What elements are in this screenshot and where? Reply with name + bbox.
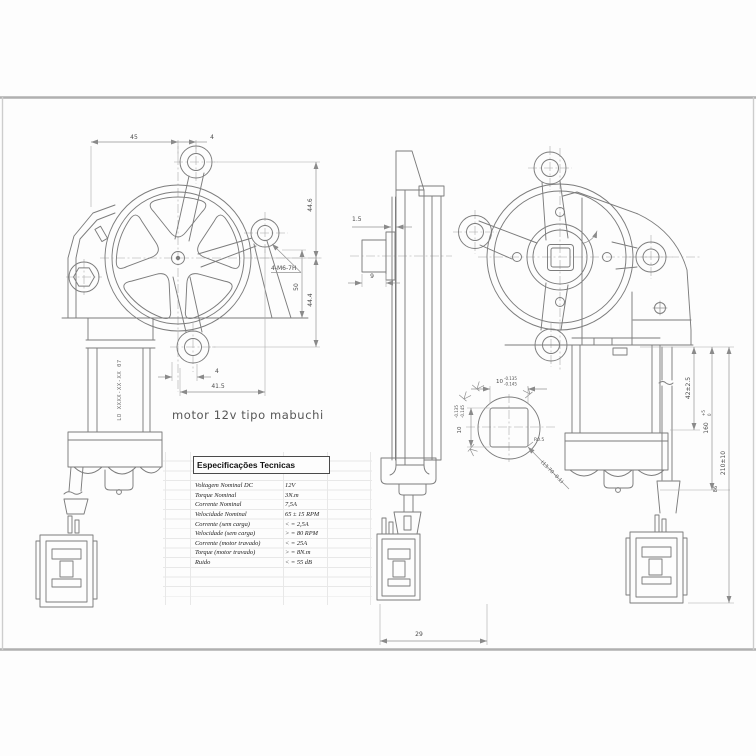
page-frame [0,96,756,651]
spec-table: Voltagem Nominal DC 12V Torque Nominal 3… [193,481,333,568]
front-view [35,145,309,608]
side-view [361,150,445,601]
table-row: Velocidade Nominal 65 ± 15 RPM [193,510,333,520]
table-row: Voltagem Nominal DC 12V [193,481,333,491]
dim-210: 210±10 [720,451,727,475]
dim-45: 45 [130,134,138,141]
rear-view [458,151,694,604]
detail-view [459,381,541,460]
bolt-callout: 4-M6-7H [271,265,296,272]
table-row: Torque Nominal 3N.m [193,491,333,501]
dim-sq-diagonal: (13.70 -0.1) [539,460,564,485]
side-view-dimensions: 1.5 9 29 [348,216,488,645]
dim-sq-tol-sup: -0.135 [504,376,517,381]
spec-value: 65 ± 15 RPM [285,510,320,518]
spec-value: < = 2,5A [285,520,309,528]
dim-4-top: 4 [210,134,214,141]
dim-44-4: 44.4 [307,293,314,307]
front-view-dimensions: 45 4 44.6 44.4 50 4-M6-7H 4 41.5 [90,134,320,396]
dim-160-sup: +5 [701,410,706,416]
dim-sq-10-left: 10 [457,426,463,433]
spec-label: Torque (motor travado) [195,549,256,557]
spec-label: Corrente Nominal [195,501,242,509]
table-row: Corrente Nominal 7,5A [193,500,333,510]
table-row: Ruido < = 55 dB [193,558,333,568]
spec-value: > = 80 RPM [285,530,318,538]
dim-sq-fillet: R0.5 [534,437,544,443]
detail-view-dimensions: 10 -0.135 -0.145 10 -0.135 -0.145 (13.70… [454,376,570,490]
dim-44-6: 44.6 [307,198,314,212]
spec-value: 3N.m [285,491,299,499]
spec-label: Corrente (sem carga) [195,520,250,528]
dim-9: 9 [370,273,374,280]
spec-table-title: Especificações Tecnicas [193,456,330,474]
spec-value: 12V [285,482,296,489]
spec-value: < = 55 dB [285,559,312,567]
dim-sq-tol-sub-l: -0.145 [460,405,465,418]
dim-sq-tol-sup-l: -0.135 [454,405,459,418]
spec-label: Voltagem Nominal DC [195,482,253,489]
table-row: Corrente (motor travado) < = 25A [193,539,333,549]
dim-sq-10-top: 10 [496,379,503,385]
dim-86: 86 [713,486,719,492]
dim-41-5: 41.5 [211,383,225,390]
table-row: Torque (motor travado) > = 8N.m [193,548,333,558]
motor-marking-label: LD XXXX-XX-XX 07 [117,359,123,421]
spec-value: 7,5A [285,501,297,509]
dim-50: 50 [293,283,300,291]
dim-160: 160 [703,422,710,434]
spec-value: > = 8N.m [285,549,311,557]
spec-label: Ruido [195,559,211,567]
drawing-caption: motor 12v tipo mabuchi [172,408,324,422]
dim-42: 42±2.5 [685,377,692,399]
spreadsheet-grid [163,452,372,605]
spec-label: Velocidade Nominal [195,510,247,518]
table-row: Velocidade (sem carga) > = 80 RPM [193,529,333,539]
dim-sq-tol-sub: -0.145 [504,382,517,387]
table-row: Corrente (sem carga) < = 2,5A [193,520,333,530]
dim-29: 29 [415,631,423,638]
spec-label: Torque Nominal [195,491,237,499]
dim-160-sub: 0 [707,413,712,416]
spec-label: Velocidade (sem carga) [195,530,256,538]
rear-view-dimensions: 42±2.5 160 +5 0 86 210±10 [640,346,734,604]
detail-view-centerlines [466,394,556,462]
dim-4-bottom: 4 [215,368,219,375]
dim-1-5: 1.5 [352,216,362,223]
spec-label: Corrente (motor travado) [195,539,261,547]
spec-value: < = 25A [285,539,308,547]
